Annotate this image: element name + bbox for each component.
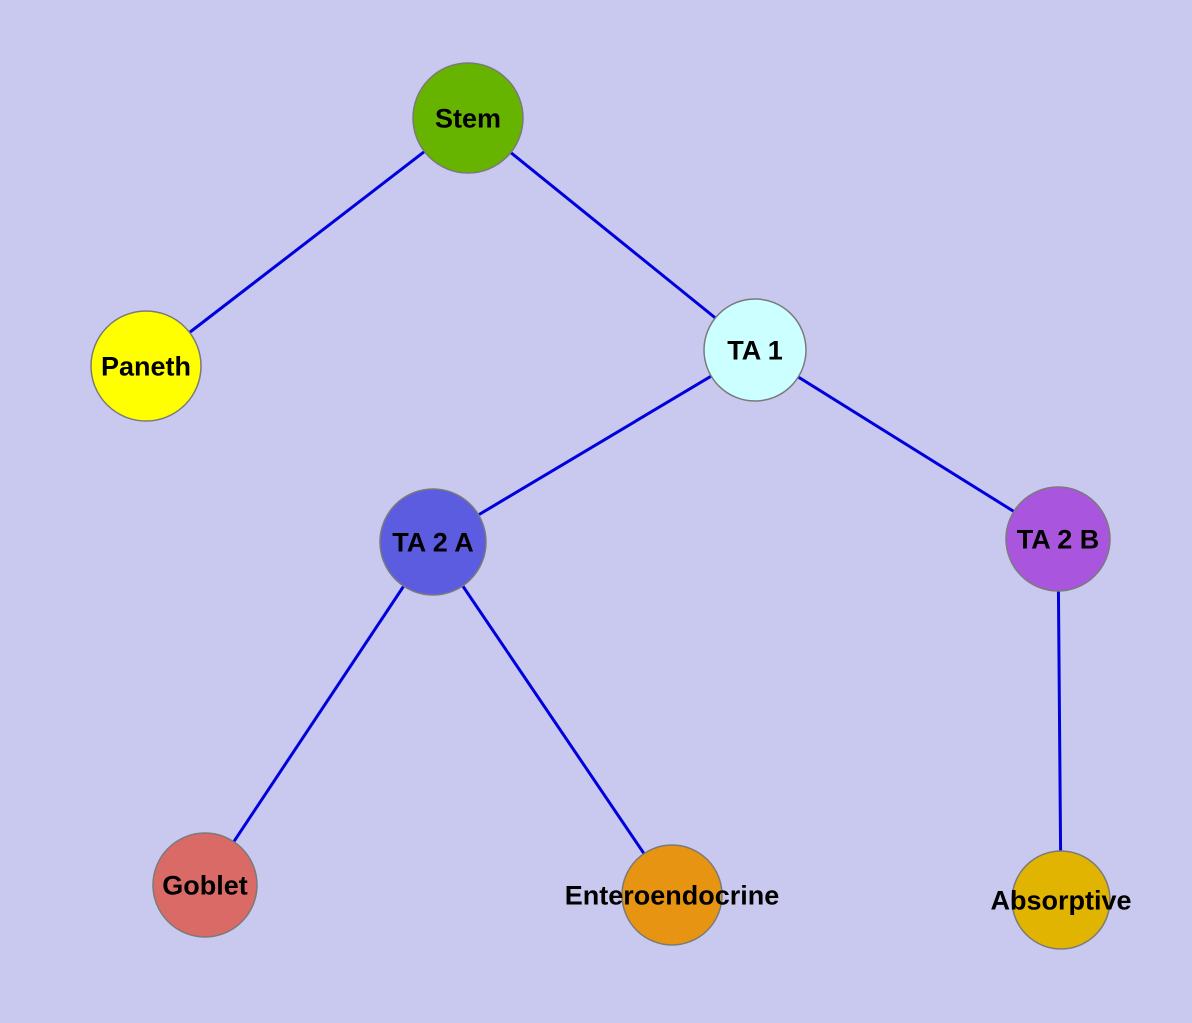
- node-ta1[interactable]: [703, 298, 807, 402]
- node-enteroendocrine[interactable]: [621, 844, 723, 946]
- node-stem[interactable]: [412, 62, 524, 174]
- node-paneth[interactable]: [90, 310, 202, 422]
- edge-ta1-ta2a: [431, 348, 757, 544]
- node-goblet[interactable]: [152, 832, 258, 938]
- nodes-layer: [90, 62, 1111, 950]
- edge-stem-ta1: [466, 116, 757, 352]
- node-ta2a[interactable]: [379, 488, 487, 596]
- edge-ta1-ta2b: [753, 348, 1060, 541]
- edge-stem-paneth: [144, 116, 470, 368]
- edge-ta2b-absorptive: [1056, 537, 1063, 902]
- edges-layer: [144, 116, 1063, 902]
- edge-ta2a-enteroendocrine: [431, 540, 674, 897]
- node-absorptive[interactable]: [1011, 850, 1111, 950]
- edge-ta2a-goblet: [203, 540, 435, 887]
- node-ta2b[interactable]: [1005, 486, 1111, 592]
